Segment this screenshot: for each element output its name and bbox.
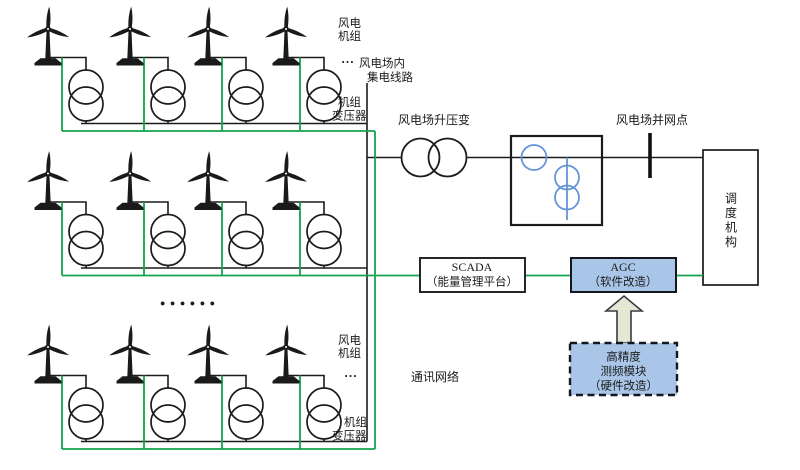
turbine-group-label-r1-line1: 风电 <box>338 17 361 30</box>
wind-turbine-icon <box>108 324 152 384</box>
scada-label-line1: SCADA <box>452 260 493 274</box>
wind-turbine-icon <box>108 6 152 66</box>
unit-transformer-label-r3-line1: 机组 <box>344 415 367 429</box>
wind-turbine-icon <box>108 150 152 210</box>
scada-label-line2: （能量管理平台） <box>426 275 518 289</box>
wind-turbine-icon <box>264 324 308 384</box>
turbine-group-label-r1-line2: 机组 <box>338 29 361 43</box>
grid-busbar-icon <box>648 133 652 178</box>
dispatch-label-char3: 机 <box>725 221 737 235</box>
turbine-group-ellipsis-r3: … <box>344 365 357 380</box>
unit-transformer-icon <box>68 213 104 267</box>
turbine-rows <box>26 6 342 440</box>
wind-turbine-icon <box>26 150 70 210</box>
freq-module-label-line1: 高精度 <box>606 350 641 364</box>
turbine-group-label-r3-line1: 风电 <box>338 334 361 347</box>
comm-drops-row2 <box>61 202 301 276</box>
row2-unit-connectors <box>48 201 325 268</box>
wind-turbine-icon <box>186 150 230 210</box>
grid-point-label: 风电场并网点 <box>616 113 688 127</box>
wind-turbine-icon <box>186 6 230 66</box>
dispatch-label-char4: 构 <box>725 234 737 249</box>
pt-icon-top <box>554 164 580 191</box>
unit-transformer-icon <box>150 69 186 122</box>
freq-module-label-line3: （硬件改造） <box>589 379 658 393</box>
unit-transformer-label-r1-line1: 机组 <box>338 95 361 109</box>
collection-label-line2: 集电线路 <box>367 70 413 84</box>
dispatch-box <box>702 149 759 286</box>
comm-drops-row3 <box>61 375 301 449</box>
row-ellipsis-dots: ●●●●●● <box>160 298 220 308</box>
unit-transformer-icon <box>68 387 104 440</box>
freq-module-label-line2: 测频模块 <box>601 364 647 378</box>
agc-box <box>570 257 677 293</box>
unit-transformer-icon <box>150 213 186 267</box>
upgrade-arrow-icon <box>603 294 645 344</box>
collection-label-line1: 风电场内 <box>359 56 405 70</box>
agc-label-line1: AGC <box>610 260 635 274</box>
comm-drops-row1 <box>61 57 301 131</box>
collection-ellipsis: … <box>341 51 354 66</box>
stepup-transformer-icon <box>400 137 468 178</box>
unit-transformer-label-r3-line2: 变压器 <box>332 429 367 443</box>
stepup-transformer-label: 风电场升压变 <box>398 112 470 127</box>
wind-turbine-icon <box>26 6 70 66</box>
wind-turbine-icon <box>26 324 70 384</box>
dispatch-label-char1: 调 <box>725 192 737 206</box>
unit-transformer-icon <box>228 69 264 122</box>
unit-transformer-icon <box>150 387 186 440</box>
wind-turbine-icon <box>264 6 308 66</box>
comm-lines <box>61 57 703 450</box>
agc-label-line2: （软件改造） <box>589 275 658 289</box>
unit-transformer-icon <box>228 387 264 440</box>
wind-turbine-icon <box>264 150 308 210</box>
pt-icon-bottom <box>554 184 580 211</box>
diagram-labels: 风电 机组 … 风电场内 集电线路 机组 变压器 风电场升压变 风电场并网点 调… <box>332 17 737 443</box>
dispatch-label-char2: 度 <box>725 205 737 220</box>
wind-turbine-icon <box>186 324 230 384</box>
comm-network-label: 通讯网络 <box>411 369 459 384</box>
unit-transformer-icon <box>68 69 104 122</box>
metering-devices <box>520 144 580 220</box>
unit-transformer-label-r1-line2: 变压器 <box>332 109 367 123</box>
scada-box <box>419 257 526 293</box>
row3-unit-connectors <box>48 374 325 442</box>
metering-box <box>509 134 604 227</box>
turbine-group-label-r3-line2: 机组 <box>338 346 361 360</box>
unit-transformer-icon <box>228 213 264 267</box>
unit-transformer-icon <box>306 213 342 267</box>
freq-module-box <box>568 341 679 397</box>
row1-unit-connectors <box>48 56 325 124</box>
ct-icon <box>520 144 548 171</box>
